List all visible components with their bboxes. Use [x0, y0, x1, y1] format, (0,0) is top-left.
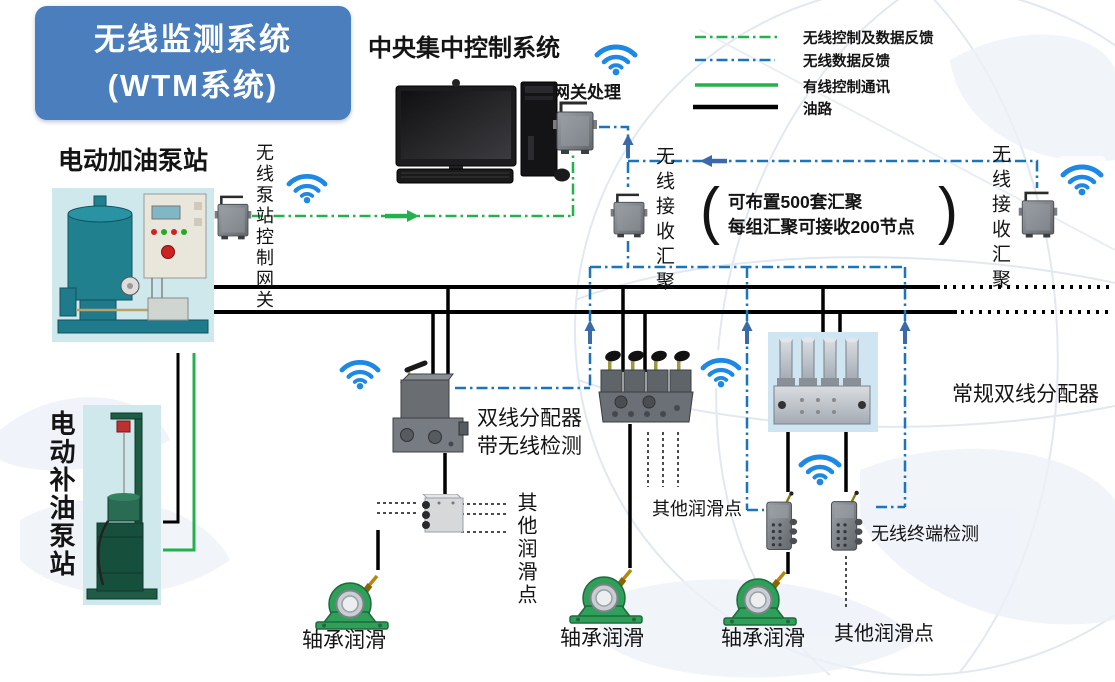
bearing-1-label: 轴承润滑 — [302, 628, 386, 652]
receiver-left-label: 无线接收汇聚 — [653, 146, 674, 296]
legend-label-oil-line: 油路 — [803, 102, 832, 118]
wireless-terminal-device — [762, 490, 800, 554]
note-bracket-open: ( — [700, 175, 720, 246]
other-lube-left-label: 其他润滑点 — [514, 492, 536, 607]
title-line2: (WTM系统) — [107, 68, 279, 103]
receiver-right-label: 无线接收汇聚 — [989, 144, 1010, 294]
wifi-icon — [336, 352, 384, 390]
bearing-graphic — [722, 568, 800, 626]
note-line2: 每组汇聚可接收200节点 — [728, 217, 915, 237]
gateway-device — [551, 98, 599, 154]
replenish-pump-image — [83, 405, 161, 605]
pump-station-image — [52, 188, 214, 342]
note-line1: 可布置500套汇聚 — [728, 192, 863, 212]
central-system-label: 中央集中控制系统 — [368, 36, 560, 62]
other-lube-middle-label: 其他润滑点 — [652, 499, 742, 519]
title-box: 无线监测系统 (WTM系统) — [35, 6, 351, 120]
title-line1: 无线监测系统 — [94, 22, 292, 57]
pump-gateway-label: 无线泵站控制网关 — [254, 143, 274, 311]
replenish-pump-label: 电动补油泵站 — [46, 410, 75, 578]
conventional-distributor-label: 常规双线分配器 — [952, 382, 1099, 406]
junction-box-device — [417, 494, 465, 536]
wifi-icon — [698, 350, 744, 388]
gateway-processing-label: 网关处理 — [553, 83, 621, 102]
legend-label-wireless-control: 无线控制及数据反馈 — [803, 31, 934, 47]
note-bracket-close: ) — [938, 175, 958, 246]
dual-distributor-label-line2: 带无线检测 — [477, 434, 582, 458]
wifi-icon — [796, 446, 844, 486]
dual-distributor-device — [385, 360, 470, 455]
valve-block-device — [597, 350, 697, 428]
receiver-left-device — [609, 187, 649, 241]
wifi-icon — [592, 36, 640, 76]
bearing-graphic — [568, 566, 646, 624]
receiver-right-device — [1017, 186, 1059, 240]
wifi-icon — [284, 166, 330, 204]
legend-label-wired-control: 有线控制通讯 — [803, 80, 890, 96]
dual-distributor-label-line1: 双线分配器 — [477, 406, 582, 430]
legend-label-wireless-data: 无线数据反馈 — [803, 54, 890, 70]
other-lube-right-label: 其他润滑点 — [834, 623, 934, 645]
wireless-terminal-device — [826, 490, 866, 554]
bearing-2-label: 轴承润滑 — [560, 626, 644, 650]
pump-gateway-device — [213, 190, 253, 242]
wifi-icon — [1058, 156, 1106, 196]
bearing-graphic — [314, 572, 392, 630]
bearing-3-label: 轴承润滑 — [721, 626, 805, 650]
computer-graphic — [393, 76, 571, 188]
pump-station-label: 电动加油泵站 — [58, 148, 209, 175]
conventional-distributor-image — [768, 332, 878, 432]
wireless-terminal-label: 无线终端检测 — [871, 524, 979, 544]
